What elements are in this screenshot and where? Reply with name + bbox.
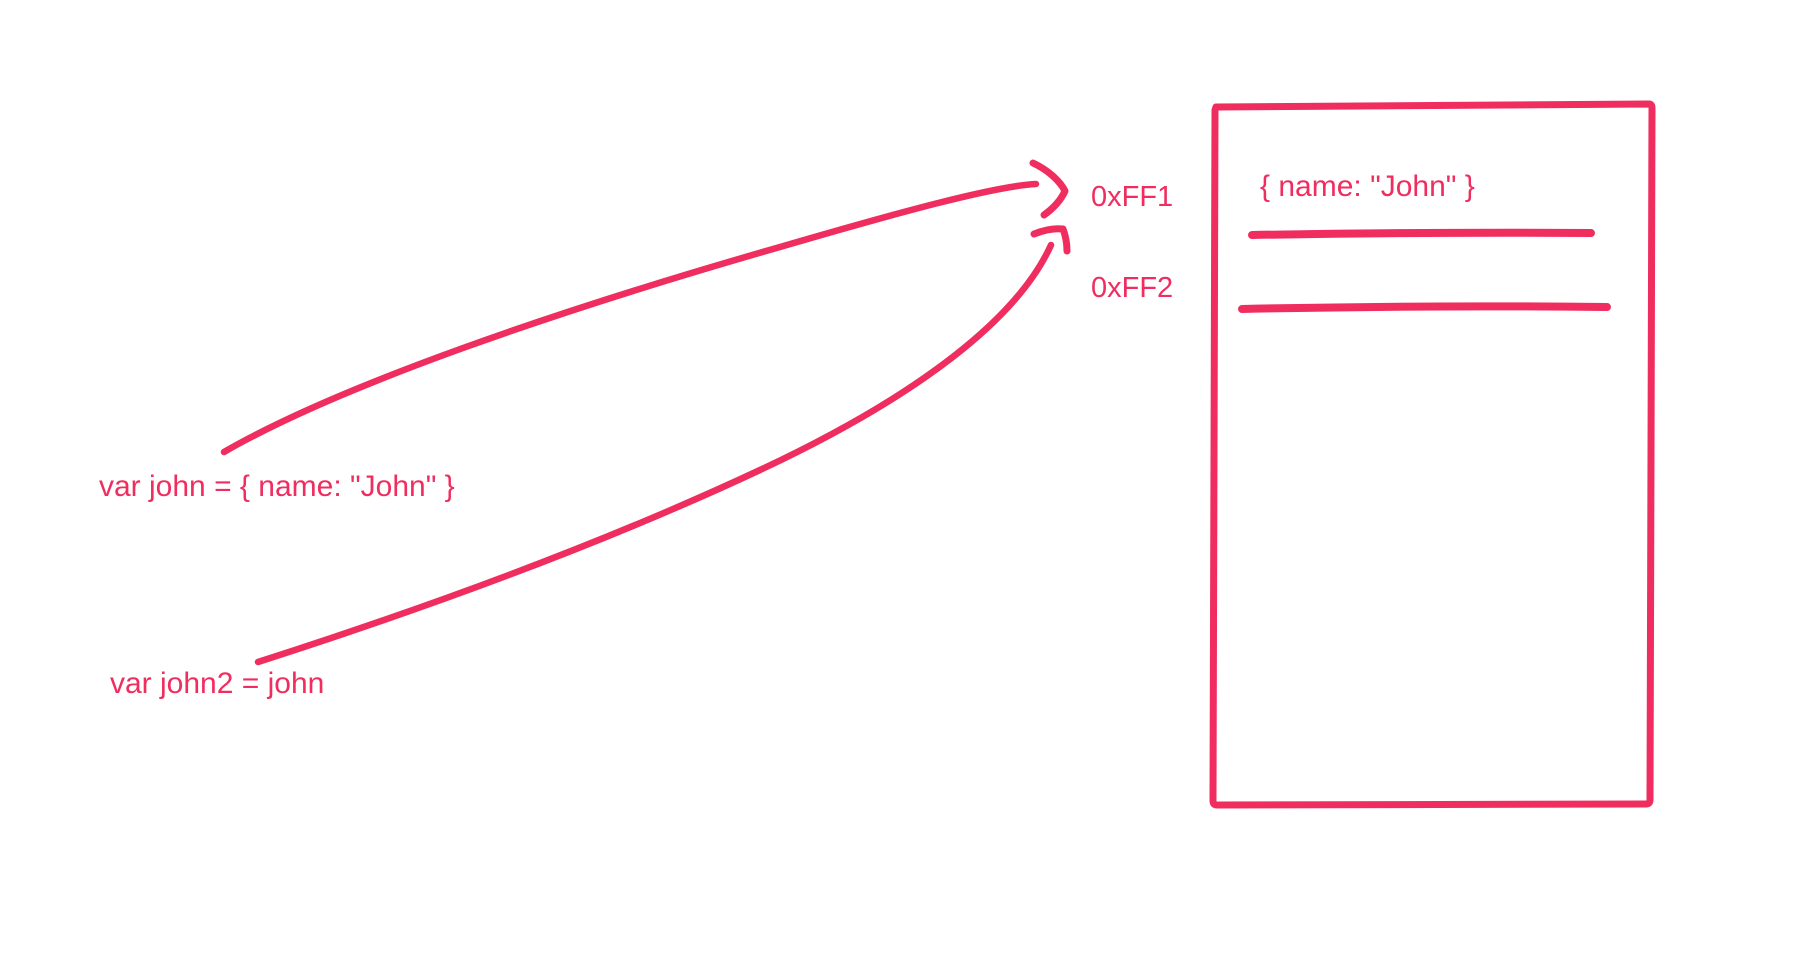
var-john2-label: var john2 = john [110, 667, 325, 700]
john2-arrow-head [1030, 225, 1071, 255]
address-0xff2-label: 0xFF2 [1091, 272, 1174, 304]
address-0xff1-label: 0xFF1 [1091, 181, 1174, 213]
memory-slot-line-1 [1248, 228, 1595, 239]
john-arrow-shaft [220, 180, 1040, 456]
john-arrow-head [1029, 159, 1069, 219]
memory-object-value: { name: "John" } [1260, 170, 1475, 203]
memory-box [1209, 100, 1656, 809]
memory-slot-line-2 [1238, 302, 1611, 313]
john2-arrow-shaft [254, 241, 1055, 666]
var-john-label: var john = { name: "John" } [99, 470, 455, 503]
